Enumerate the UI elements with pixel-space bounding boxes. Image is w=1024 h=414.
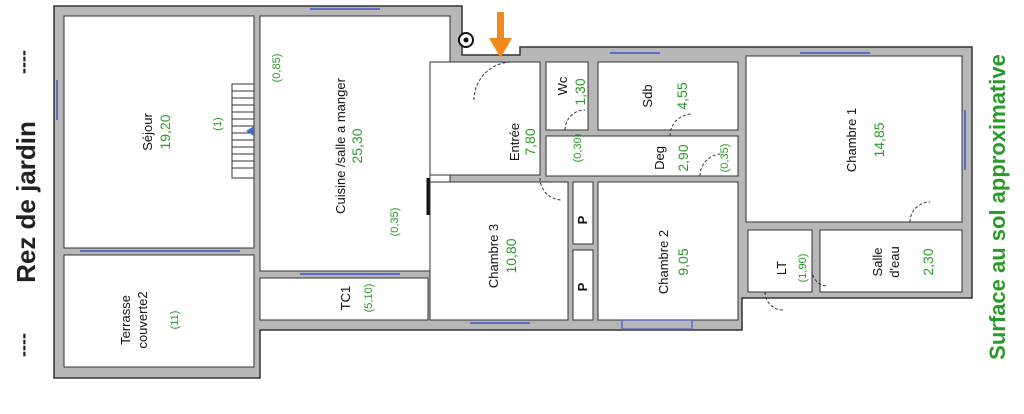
entree-name: Entrée	[507, 123, 522, 161]
wc-name: Wc	[555, 76, 570, 95]
terrasse-area: (11)	[169, 311, 181, 330]
windows	[56, 8, 966, 330]
room-salle-eau	[819, 229, 963, 293]
label-chambre1: Chambre 1 14,85	[844, 108, 887, 172]
label-wc: Wc 1,30	[555, 76, 588, 106]
room-placard1	[572, 181, 594, 245]
sdb-name: Sdb	[640, 84, 655, 107]
side-label-left: ---- Rez de jardin ----	[11, 50, 41, 357]
placard1-label: P	[575, 215, 590, 224]
entree-note: (0,30)	[572, 134, 584, 163]
tc1-name: TC1	[338, 286, 353, 311]
room-lt	[747, 229, 813, 293]
room-sejour	[63, 15, 255, 249]
tc1-area: (5,10)	[363, 284, 375, 313]
room-interiors	[63, 15, 963, 368]
room-sdb	[597, 61, 739, 131]
label-terrasse: Terrasse couverte2 (11)	[118, 291, 181, 348]
side-dashes-bottom: ----	[13, 333, 33, 357]
placard2-label: P	[575, 282, 590, 291]
cuisine-area: 25,30	[349, 128, 365, 163]
deg-note: (0,35)	[719, 144, 731, 173]
terrasse-name2: couverte2	[135, 291, 150, 348]
entree-area: 7,80	[522, 128, 538, 155]
room-wc	[545, 61, 589, 131]
stairs-icon	[231, 83, 255, 179]
label-entree: Entrée 7,80 (0,30)	[507, 123, 584, 163]
label-placards: P P	[575, 215, 590, 291]
cuisine-note-bottom: (0,35)	[389, 208, 401, 237]
down-arrow-icon	[489, 12, 512, 58]
side-dashes-top: ----	[13, 50, 33, 74]
wc-area: 1,30	[572, 78, 588, 105]
label-sejour: Séjour 19,20 (1)	[140, 113, 224, 151]
lt-name: LT	[774, 261, 789, 275]
lt-area: (1,90)	[797, 254, 809, 283]
deg-area: 2,90	[675, 144, 691, 171]
room-terrasse	[63, 254, 255, 368]
floor-label: Rez de jardin	[11, 121, 41, 283]
room-entree-corridor	[429, 61, 541, 176]
room-deg	[545, 135, 739, 177]
label-chambre2: Chambre 2 9,05	[656, 230, 691, 294]
deg-name: Deg	[652, 146, 667, 170]
chambre3-name: Chambre 3	[486, 224, 501, 288]
label-cuisine: Cuisine /salle a manger 25,30 (0,85) (0,…	[271, 54, 401, 237]
terrasse-name1: Terrasse	[118, 295, 133, 345]
cuisine-name: Cuisine /salle a manger	[333, 77, 348, 214]
surface-label: Surface au sol approximative	[985, 54, 1010, 360]
room-chambre1	[745, 55, 963, 223]
salle-eau-area: 2,30	[920, 248, 936, 275]
salle-eau-name1: Salle	[870, 248, 885, 277]
label-sdb: Sdb 4,55	[640, 82, 690, 109]
sejour-name: Séjour	[140, 113, 155, 151]
chambre2-area: 9,05	[675, 248, 691, 275]
label-deg: Deg 2,90 (0,35)	[652, 144, 731, 173]
sdb-area: 4,55	[674, 82, 690, 109]
salle-eau-name2: d'eau	[887, 246, 902, 277]
chambre1-area: 14,85	[871, 122, 887, 157]
door-swings	[426, 61, 931, 311]
chambre2-name: Chambre 2	[656, 230, 671, 294]
cuisine-note-top: (0,85)	[271, 54, 283, 83]
label-tc1: TC1 (5,10)	[338, 284, 375, 313]
chambre3-area: 10,80	[503, 238, 519, 273]
room-tc1	[259, 277, 429, 321]
label-lt: LT (1,90)	[774, 254, 809, 283]
room-placard2	[572, 249, 594, 321]
label-chambre3: Chambre 3 10,80	[486, 224, 519, 288]
chambre1-name: Chambre 1	[844, 108, 859, 172]
room-chambre3	[429, 181, 569, 321]
sejour-note: (1)	[212, 117, 224, 130]
sejour-area: 19,20	[157, 114, 173, 149]
room-cuisine	[259, 15, 451, 272]
label-salle-eau: Salle d'eau 2,30	[870, 246, 936, 277]
circle-dot-icon	[458, 32, 474, 48]
